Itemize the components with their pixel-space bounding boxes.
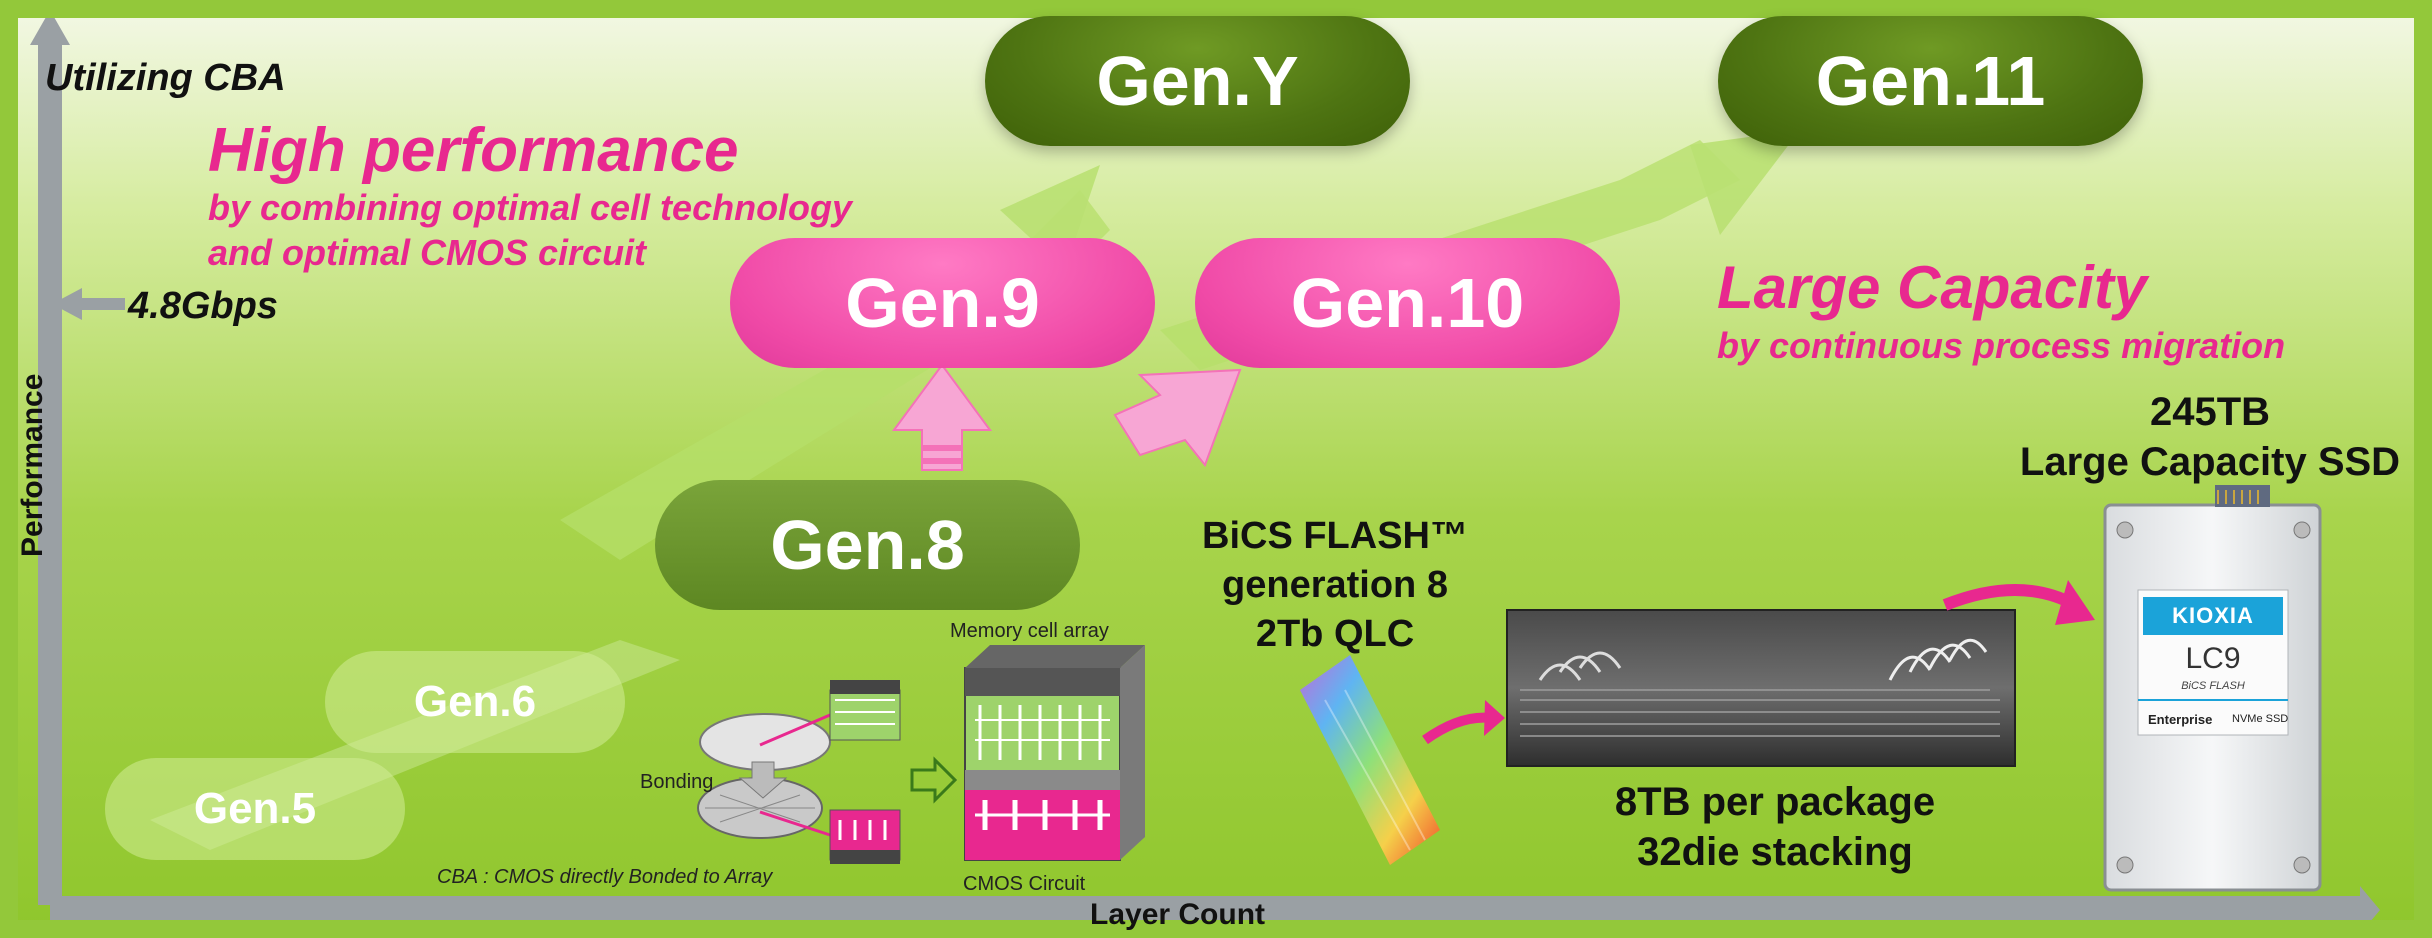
large-capacity-title: Large Capacity bbox=[1717, 254, 2148, 321]
high-performance-sub1: by combining optimal cell technology bbox=[208, 187, 853, 228]
y-axis bbox=[30, 10, 70, 905]
ssd-nvme: NVMe SSD bbox=[2232, 713, 2289, 725]
ssd-brand-badge: KIOXIA bbox=[2143, 597, 2283, 635]
cmos-circuit-label: CMOS Circuit bbox=[963, 873, 1086, 895]
y-axis-label: Performance bbox=[16, 373, 49, 557]
up-arrow-gen9 bbox=[892, 363, 992, 471]
gen11-pill: Gen.11 bbox=[1718, 16, 2143, 146]
ssd-capacity: 245TB bbox=[2149, 390, 2271, 434]
cba-arrow bbox=[910, 756, 958, 804]
arrow-die-to-package bbox=[1422, 712, 1491, 745]
gen8-pill: Gen.8 bbox=[655, 480, 1080, 610]
gen10-label: Gen.10 bbox=[1290, 264, 1525, 342]
gen9-label: Gen.9 bbox=[845, 264, 1040, 342]
gen6-pill: Gen.6 bbox=[325, 651, 625, 753]
ssd-model: LC9 bbox=[2185, 642, 2241, 675]
ssd-title: Large Capacity SSD bbox=[2019, 440, 2401, 484]
gen8-label: Gen.8 bbox=[770, 506, 965, 584]
bonding-label: Bonding bbox=[640, 771, 714, 793]
trend-band-upper bbox=[560, 190, 1110, 560]
x-axis bbox=[50, 886, 2380, 934]
high-performance-title: High performance bbox=[208, 116, 739, 185]
gen10-pill: Gen.10 bbox=[1195, 238, 1620, 368]
arrow-to-gen11 bbox=[1690, 130, 1800, 235]
arrow-to-geny bbox=[1000, 165, 1100, 270]
speed-marker-arrow bbox=[52, 288, 125, 320]
speed-marker: 4.8Gbps bbox=[128, 285, 278, 327]
bics-line2: generation 8 bbox=[1222, 564, 1448, 606]
geny-label: Gen.Y bbox=[1096, 42, 1299, 120]
bics-line3: 2Tb QLC bbox=[1255, 613, 1415, 655]
cba-caption: CBA : CMOS directly Bonded to Array bbox=[437, 866, 773, 888]
geny-pill: Gen.Y bbox=[985, 16, 1410, 146]
gen5-label: Gen.5 bbox=[193, 784, 317, 833]
gen5-pill: Gen.5 bbox=[105, 758, 405, 860]
arrow-package-to-ssd bbox=[1942, 584, 2078, 611]
ssd-enterprise: Enterprise bbox=[2148, 712, 2213, 727]
package-line1: 8TB per package bbox=[1614, 780, 1936, 824]
large-capacity-sub: by continuous process migration bbox=[1717, 325, 2286, 366]
package-line2: 32die stacking bbox=[1637, 830, 1913, 874]
ssd-bics-tag: BiCS FLASH bbox=[2181, 680, 2245, 692]
diag-arrow-gen10 bbox=[1113, 368, 1242, 468]
gen9-pill: Gen.9 bbox=[730, 238, 1155, 368]
gen6-label: Gen.6 bbox=[413, 677, 537, 726]
gen11-label: Gen.11 bbox=[1815, 42, 2046, 120]
x-axis-label: Layer Count bbox=[1090, 898, 1266, 931]
package-photo bbox=[1506, 609, 2016, 767]
utilizing-cba: Utilizing CBA bbox=[45, 57, 286, 99]
bics-line1: BiCS FLASH™ bbox=[1202, 515, 1468, 557]
high-performance-sub2: and optimal CMOS circuit bbox=[208, 232, 647, 273]
rainbow-die bbox=[1300, 655, 1440, 865]
memory-cell-array-label: Memory cell array bbox=[950, 620, 1109, 642]
